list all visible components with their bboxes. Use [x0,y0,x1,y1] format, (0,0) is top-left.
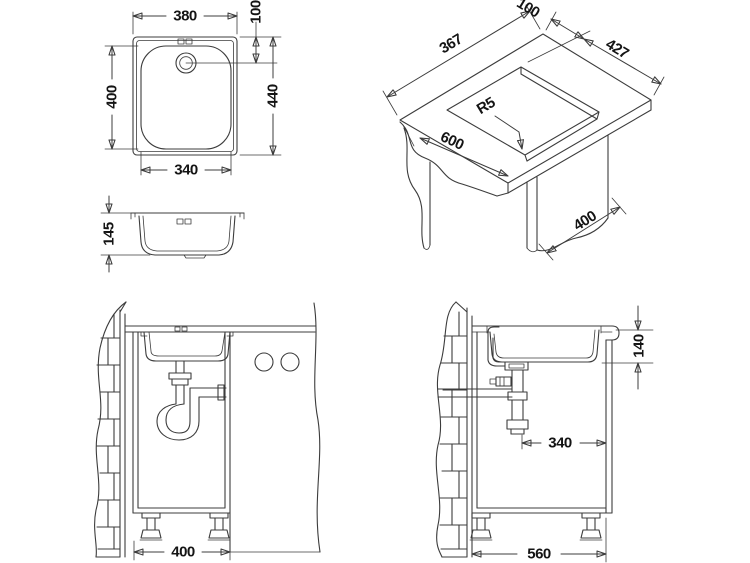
drain-trap [437,361,529,435]
bowl-inner-wall [148,331,226,357]
dim-145: 145 [101,222,118,246]
drain-bump [183,254,207,259]
adjustable-foot [469,512,493,541]
sink-rim-outline [132,36,238,156]
cabinet-side-installation-view: 140 340 560 [435,301,654,563]
dim-100-top: 100 [248,0,265,24]
mounting-hole [280,352,300,372]
dim-400-front: 400 [171,544,195,561]
overflow-pipe [487,326,506,367]
unit-tear-edge [313,302,321,553]
rim-clip [226,331,234,337]
overflow-icon [176,218,184,225]
machine-valve-nozzle [495,376,512,387]
adjustable-foot [579,512,603,541]
dim-600: 600 [438,128,467,153]
sink-rim-inner-edge [136,40,234,152]
overflow-icon [184,218,192,225]
rim-clip [140,331,148,337]
dim-427: 427 [603,36,632,63]
siphon-trap [156,360,227,441]
bowl-inner-wall [493,329,596,359]
cabinet-front-installation-view: 400 [94,301,321,561]
bowl-outline [140,45,232,150]
brick-wall [94,301,127,558]
cutout-outline [446,66,600,156]
dim-r5: R5 [474,94,498,118]
cutout-inner-wall [520,73,598,120]
dim-340-top-view: 340 [174,162,198,179]
r5-leader-line [494,115,522,149]
panel-tear-edge [403,127,425,249]
adjustable-foot [207,512,231,541]
dim-140: 140 [631,334,648,358]
dim-440: 440 [265,84,282,108]
bowl-outer-wall [143,331,231,362]
brick-wall [435,301,473,558]
dim-367: 367 [437,31,466,58]
overflow-icon [181,326,188,332]
overflow-icon [185,38,193,45]
dim-560: 560 [527,546,551,563]
bowl-outer-wall [138,215,236,256]
overflow-icon [174,326,181,332]
adjustable-foot [139,512,163,541]
dim-400-left: 400 [104,85,121,109]
bowl-section-view: 145 [101,195,245,273]
cutout-inner-wall [526,118,598,162]
dim-380: 380 [173,8,197,25]
worktop-nose [605,325,620,341]
bowl-outer-wall [489,329,600,363]
bowl-inner-wall [142,215,232,252]
mounting-hole [254,352,274,372]
overflow-icon [177,38,185,45]
sink-top-view: 380 100 400 440 340 [104,0,282,178]
dim-340-side: 340 [548,435,572,452]
worktop-cutout-isometric-view: R5 367 100 427 600 400 [382,0,665,261]
